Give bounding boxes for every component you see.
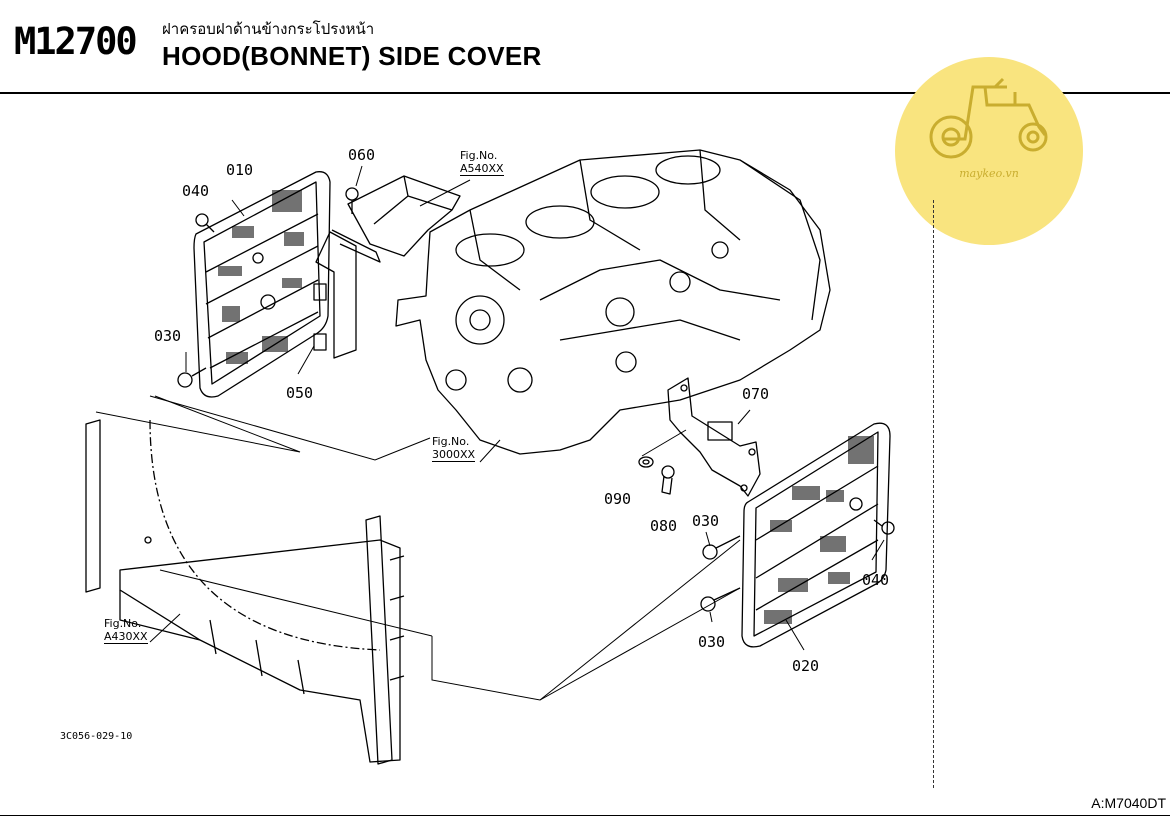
right-side-cover-020 [741, 422, 891, 648]
left-side-cover-010 [193, 171, 331, 398]
nut-030-left [177, 367, 207, 388]
bracket-050 [313, 229, 381, 359]
figure-ref-3000: Fig.No. 3000XX [432, 435, 476, 462]
part-number-010: 010 [226, 161, 254, 179]
page-reference: A:M7040DT [1091, 795, 1166, 811]
bolt-060 [345, 187, 359, 214]
figure-ref-a430: Fig.No. A430XX [104, 617, 148, 644]
tractor-icon: maykeo.vn [895, 57, 1083, 245]
watermark-logo: maykeo.vn [895, 57, 1083, 245]
washer-090 [638, 456, 654, 468]
engine-block-3000 [395, 149, 831, 455]
part-number-080: 080 [650, 517, 678, 535]
part-number-030-left: 030 [154, 327, 182, 345]
header-divider [0, 92, 1170, 94]
part-number-090: 090 [604, 490, 632, 508]
section-code: M12700 [14, 20, 138, 63]
radiator-frame-a430 [85, 419, 405, 765]
bolt-040-left [195, 213, 215, 233]
plate-a540 [347, 175, 461, 257]
watermark-text: maykeo.vn [959, 167, 1019, 180]
part-number-020: 020 [792, 657, 820, 675]
figure-ref-a540: Fig.No. A540XX [460, 149, 504, 176]
part-number-060: 060 [348, 146, 376, 164]
part-number-040-right: 040 [862, 571, 890, 589]
part-number-050: 050 [286, 384, 314, 402]
part-number-030-right-bottom: 030 [698, 633, 726, 651]
drawing-id: 3C056-029-10 [60, 731, 133, 742]
part-number-030-right-top: 030 [692, 512, 720, 530]
section-title: HOOD(BONNET) SIDE COVER [162, 41, 542, 71]
bracket-070 [667, 377, 761, 497]
part-number-070: 070 [742, 385, 770, 403]
page-divider-dashed [933, 200, 934, 788]
bolt-080 [661, 465, 675, 495]
part-number-040-left: 040 [182, 182, 210, 200]
footer-divider [0, 815, 1170, 816]
bolt-040-right [873, 519, 895, 535]
section-title-thai: ฝาครอบฝาด้านข้างกระโปรงหน้า [162, 20, 375, 38]
